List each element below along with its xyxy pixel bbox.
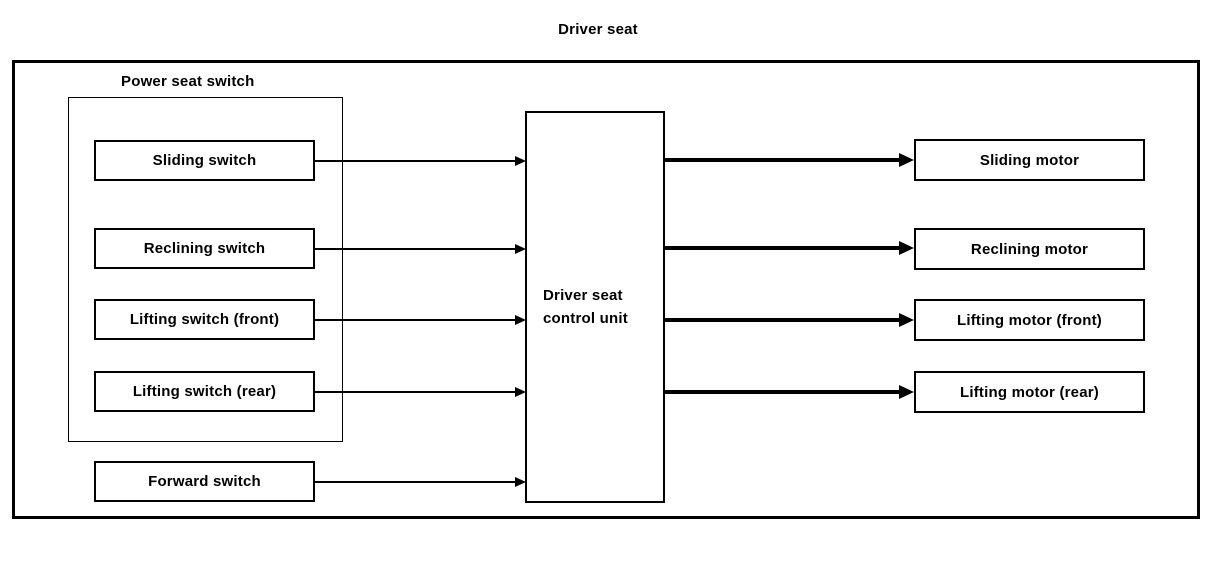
arrowhead-icon — [515, 315, 526, 325]
arrow-control-unit-to-lifting-motor-front — [663, 313, 914, 327]
lifting-motor-front-box: Lifting motor (front) — [914, 299, 1145, 341]
arrow-lifting-switch-front-to-control-unit — [314, 314, 526, 326]
arrow-shaft — [314, 248, 516, 250]
arrowhead-icon — [515, 477, 526, 487]
driver-seat-control-unit-label: Driver seat control unit — [543, 287, 628, 327]
sliding-motor-box: Sliding motor — [914, 139, 1145, 181]
arrow-shaft — [663, 318, 900, 322]
arrow-shaft — [314, 481, 516, 483]
arrow-control-unit-to-lifting-motor-rear — [663, 385, 914, 399]
arrowhead-icon — [899, 385, 914, 399]
arrow-control-unit-to-reclining-motor — [663, 241, 914, 255]
reclining-switch-box: Reclining switch — [94, 228, 315, 269]
driver-seat-control-unit-box: Driver seat control unit — [525, 111, 665, 503]
arrowhead-icon — [899, 241, 914, 255]
forward-switch-box: Forward switch — [94, 461, 315, 502]
arrow-shaft — [314, 391, 516, 393]
arrow-shaft — [314, 160, 516, 162]
arrow-shaft — [663, 390, 900, 394]
reclining-switch-label: Reclining switch — [143, 240, 266, 257]
lifting-switch-front-label: Lifting switch (front) — [129, 311, 280, 328]
lifting-motor-rear-label: Lifting motor (rear) — [960, 383, 1099, 401]
power-seat-switch-group-label: Power seat switch — [121, 73, 255, 90]
sliding-switch-label: Sliding switch — [152, 152, 257, 169]
forward-switch-label: Forward switch — [148, 473, 261, 490]
reclining-motor-label: Reclining motor — [970, 240, 1089, 258]
arrow-shaft — [663, 158, 900, 162]
sliding-switch-box: Sliding switch — [94, 140, 315, 181]
arrowhead-icon — [515, 156, 526, 166]
arrow-reclining-switch-to-control-unit — [314, 243, 526, 255]
arrow-control-unit-to-sliding-motor — [663, 153, 914, 167]
lifting-switch-rear-box: Lifting switch (rear) — [94, 371, 315, 412]
arrowhead-icon — [899, 313, 914, 327]
arrow-lifting-switch-rear-to-control-unit — [314, 386, 526, 398]
lifting-switch-front-box: Lifting switch (front) — [94, 299, 315, 340]
arrow-forward-switch-to-control-unit — [314, 476, 526, 488]
lifting-switch-rear-label: Lifting switch (rear) — [132, 383, 277, 400]
diagram-title: Driver seat — [558, 21, 638, 38]
lifting-motor-front-label: Lifting motor (front) — [957, 311, 1102, 329]
reclining-motor-box: Reclining motor — [914, 228, 1145, 270]
arrowhead-icon — [515, 244, 526, 254]
arrowhead-icon — [515, 387, 526, 397]
arrow-sliding-switch-to-control-unit — [314, 155, 526, 167]
arrow-shaft — [663, 246, 900, 250]
sliding-motor-label: Sliding motor — [979, 151, 1080, 169]
arrowhead-icon — [899, 153, 914, 167]
lifting-motor-rear-box: Lifting motor (rear) — [914, 371, 1145, 413]
arrow-shaft — [314, 319, 516, 321]
